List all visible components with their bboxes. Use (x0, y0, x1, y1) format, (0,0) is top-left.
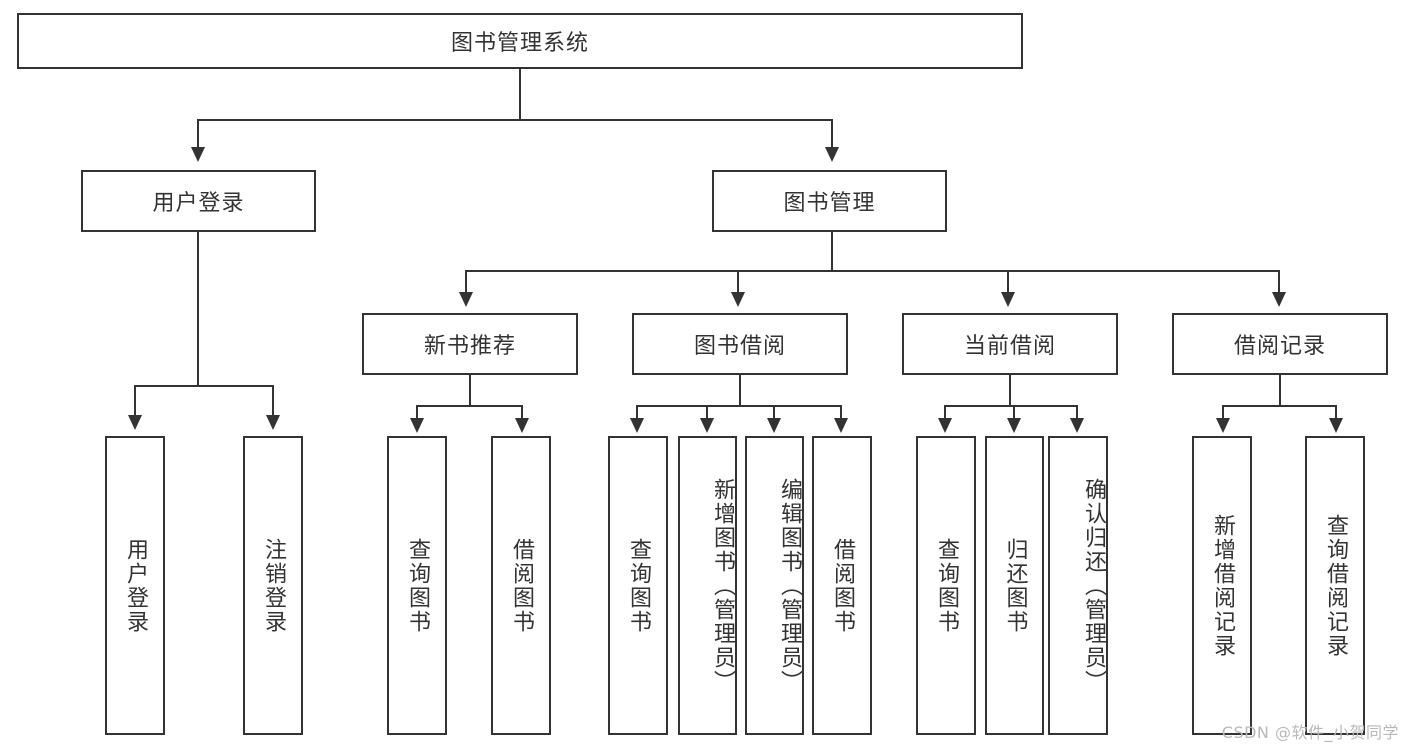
arrow-icon-cb-leaf-1 (938, 418, 952, 433)
connector-bb-to-leaf-2 (706, 405, 708, 420)
connector-book-management-stem (831, 232, 833, 271)
arrow-icon-bb-leaf-4 (834, 418, 848, 433)
node-label: 图书管理 (783, 191, 876, 216)
leaf-user-login-2[interactable]: 注销登录 (243, 436, 303, 735)
leaf-book-borrow-1[interactable]: 查询图书 (608, 436, 668, 735)
arrow-icon-bb-leaf-2 (700, 418, 714, 433)
connector-book-borrow-bus (636, 405, 842, 407)
connector-bm-to-new-book-recommend (465, 270, 467, 294)
connector-borrow-record-stem (1279, 375, 1281, 406)
node-current-borrow[interactable]: 当前借阅 (902, 313, 1118, 375)
node-book-management[interactable]: 图书管理 (712, 170, 947, 232)
node-label: 查询图书 (404, 537, 430, 634)
leaf-borrow-record-1[interactable]: 新增借阅记录 (1192, 436, 1252, 735)
node-root-book-management-system[interactable]: 图书管理系统 (17, 13, 1023, 69)
arrow-icon-bb-leaf-3 (767, 418, 781, 433)
connector-book-management-bus (465, 270, 1280, 272)
node-label: 用户登录 (152, 191, 245, 216)
leaf-book-borrow-3[interactable]: 编辑图书（管理员） (745, 436, 804, 735)
leaf-current-borrow-1[interactable]: 查询图书 (916, 436, 976, 735)
connector-root-to-book-management (831, 119, 833, 149)
node-label: 查询借阅记录 (1322, 513, 1348, 658)
node-label: 编辑图书（管理员） (777, 477, 802, 694)
node-new-book-recommend[interactable]: 新书推荐 (362, 313, 578, 375)
node-label: 借阅记录 (1233, 334, 1326, 359)
node-label: 新增借阅记录 (1209, 513, 1235, 658)
node-user-login[interactable]: 用户登录 (81, 170, 316, 232)
node-label: 查询图书 (933, 537, 959, 634)
arrow-icon-cb-leaf-3 (1070, 418, 1084, 433)
arrow-icon-bb-leaf-1 (630, 418, 644, 433)
arrow-icon-user-login-leaf-2 (266, 415, 280, 430)
node-label: 用户登录 (122, 537, 148, 634)
connector-root-to-user-login (197, 119, 199, 149)
arrow-icon-cb-leaf-2 (1007, 418, 1021, 433)
node-label: 新书推荐 (423, 334, 516, 359)
leaf-current-borrow-2[interactable]: 归还图书 (985, 436, 1044, 735)
arrow-icon-bm-current-borrow (1001, 292, 1015, 307)
leaf-new-book-recommend-1[interactable]: 查询图书 (387, 436, 447, 735)
arrow-icon-user-login-leaf-1 (128, 415, 142, 430)
connector-bm-to-borrow-record (1278, 270, 1280, 294)
arrow-icon-bm-new-book-recommend (459, 292, 473, 307)
connector-nbr-to-leaf-1 (416, 405, 418, 420)
node-label: 新增图书（管理员） (710, 477, 735, 694)
connector-bb-to-leaf-4 (840, 405, 842, 420)
node-label: 归还图书 (1002, 537, 1028, 634)
leaf-current-borrow-3[interactable]: 确认归还（管理员） (1048, 436, 1108, 735)
connector-new-book-recommend-stem (469, 375, 471, 406)
leaf-book-borrow-4[interactable]: 借阅图书 (812, 436, 872, 735)
connector-user-login-stem (197, 232, 199, 386)
connector-current-borrow-bus (944, 405, 1078, 407)
leaf-user-login-1[interactable]: 用户登录 (105, 436, 165, 735)
connector-root-stem (519, 69, 521, 120)
node-borrow-record[interactable]: 借阅记录 (1172, 313, 1388, 375)
connector-bm-to-book-borrow (737, 270, 739, 294)
connector-nbr-to-leaf-2 (521, 405, 523, 420)
node-book-borrow[interactable]: 图书借阅 (632, 313, 848, 375)
node-label: 查询图书 (625, 537, 651, 634)
connector-book-borrow-stem (739, 375, 741, 406)
watermark: CSDN @软件_小贺同学 (1221, 723, 1399, 742)
arrow-icon-nbr-leaf-1 (410, 418, 424, 433)
arrow-icon-br-leaf-1 (1216, 418, 1230, 433)
node-label: 当前借阅 (963, 334, 1056, 359)
connector-borrow-record-bus (1222, 405, 1337, 407)
node-label: 借阅图书 (829, 537, 855, 634)
connector-new-book-recommend-bus (416, 405, 523, 407)
node-label: 注销登录 (260, 537, 286, 634)
arrow-icon-bm-borrow-record (1272, 292, 1286, 307)
node-label: 确认归还（管理员） (1081, 477, 1106, 694)
connector-br-to-leaf-1 (1222, 405, 1224, 420)
connector-user-login-to-leaf-1 (134, 385, 136, 417)
connector-br-to-leaf-2 (1335, 405, 1337, 420)
connector-bm-to-current-borrow (1007, 270, 1009, 294)
connector-cb-to-leaf-2 (1013, 405, 1015, 420)
connector-user-login-bus (134, 385, 273, 387)
connector-current-borrow-stem (1009, 375, 1011, 406)
node-label: 图书管理系统 (450, 31, 589, 56)
leaf-borrow-record-2[interactable]: 查询借阅记录 (1305, 436, 1365, 735)
connector-cb-to-leaf-3 (1076, 405, 1078, 420)
connector-root-bus (197, 119, 833, 121)
arrow-icon-bm-book-borrow (731, 292, 745, 307)
arrow-icon-br-leaf-2 (1329, 418, 1343, 433)
connector-cb-to-leaf-1 (944, 405, 946, 420)
connector-bb-to-leaf-3 (773, 405, 775, 420)
arrow-icon-to-user-login (191, 147, 205, 162)
leaf-new-book-recommend-2[interactable]: 借阅图书 (491, 436, 551, 735)
connector-bb-to-leaf-1 (636, 405, 638, 420)
connector-user-login-to-leaf-2 (272, 385, 274, 417)
leaf-book-borrow-2[interactable]: 新增图书（管理员） (678, 436, 737, 735)
node-label: 图书借阅 (693, 334, 786, 359)
node-label: 借阅图书 (508, 537, 534, 634)
arrow-icon-nbr-leaf-2 (515, 418, 529, 433)
arrow-icon-to-book-management (825, 147, 839, 162)
